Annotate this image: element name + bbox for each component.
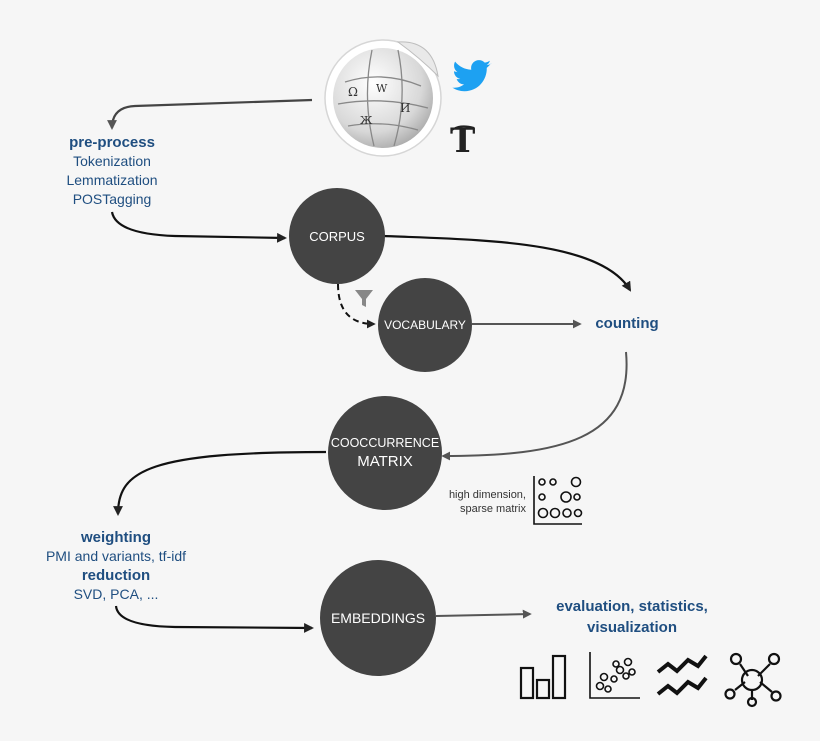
sparse-matrix-icon: [533, 476, 583, 525]
arrow-embeddings-to-evaluation: [435, 609, 532, 619]
arrow-counting-to-matrix: [441, 351, 628, 461]
corpus-node: CORPUS: [289, 188, 385, 284]
weighting-title: weighting: [81, 529, 151, 546]
nyt-logo-icon: T: [450, 121, 475, 161]
arrow-weighting-to-embeddings: [114, 605, 314, 633]
vocabulary-label: VOCABULARY: [384, 318, 466, 332]
twitter-bird-icon: [452, 60, 492, 92]
arrow-matrix-to-weighting: [113, 450, 327, 516]
svg-text:W: W: [376, 82, 388, 95]
filter-funnel-icon: [355, 290, 373, 307]
svg-text:И: И: [400, 101, 410, 115]
arrow-source-to-preprocess: [107, 98, 313, 130]
matrix-label: MATRIX: [357, 453, 413, 470]
matrix-note: high dimension, sparse matrix: [434, 488, 526, 516]
evaluation-line: evaluation, statistics,: [556, 598, 708, 615]
vocabulary-node: VOCABULARY: [378, 278, 472, 372]
network-graph-icon: [724, 652, 782, 708]
corpus-label: CORPUS: [309, 228, 365, 244]
evaluation-block: evaluation, statistics, visualization: [532, 596, 732, 638]
embeddings-label: EMBEDDINGS: [330, 610, 426, 626]
preprocess-step: POSTagging: [72, 191, 152, 207]
weighting-detail: PMI and variants, tf-idf: [45, 548, 187, 564]
evaluation-line: visualization: [586, 619, 678, 636]
line-chart-icon: [656, 654, 708, 696]
arrow-corpus-to-vocabulary: [337, 283, 376, 329]
arrow-corpus-to-counting: [383, 234, 632, 292]
preprocess-step: Lemmatization: [66, 172, 158, 188]
svg-text:Ж: Ж: [360, 114, 373, 127]
cooccurrence-label: COOCCURRENCE: [330, 436, 440, 450]
wikipedia-globe-icon: Ω W И Ж: [324, 39, 442, 157]
svg-text:Ω: Ω: [348, 85, 358, 99]
counting-label: counting: [595, 315, 659, 332]
matrix-note-line: high dimension,: [448, 489, 526, 501]
embeddings-node: EMBEDDINGS: [320, 560, 436, 676]
preprocess-title: pre-process: [69, 134, 155, 151]
reduction-title: reduction: [81, 567, 151, 584]
arrow-preprocess-to-corpus: [110, 211, 287, 243]
bar-chart-icon: [519, 654, 567, 700]
cooccurrence-matrix-node: COOCCURRENCE MATRIX: [328, 396, 442, 510]
scatter-plot-icon: [589, 652, 640, 699]
weighting-reduction-block: weighting PMI and variants, tf-idf reduc…: [30, 528, 202, 604]
preprocess-step: Tokenization: [73, 153, 151, 169]
reduction-detail: SVD, PCA, ...: [73, 586, 159, 602]
preprocess-block: pre-process Tokenization Lemmatization P…: [48, 133, 176, 209]
matrix-note-line: sparse matrix: [459, 503, 526, 515]
